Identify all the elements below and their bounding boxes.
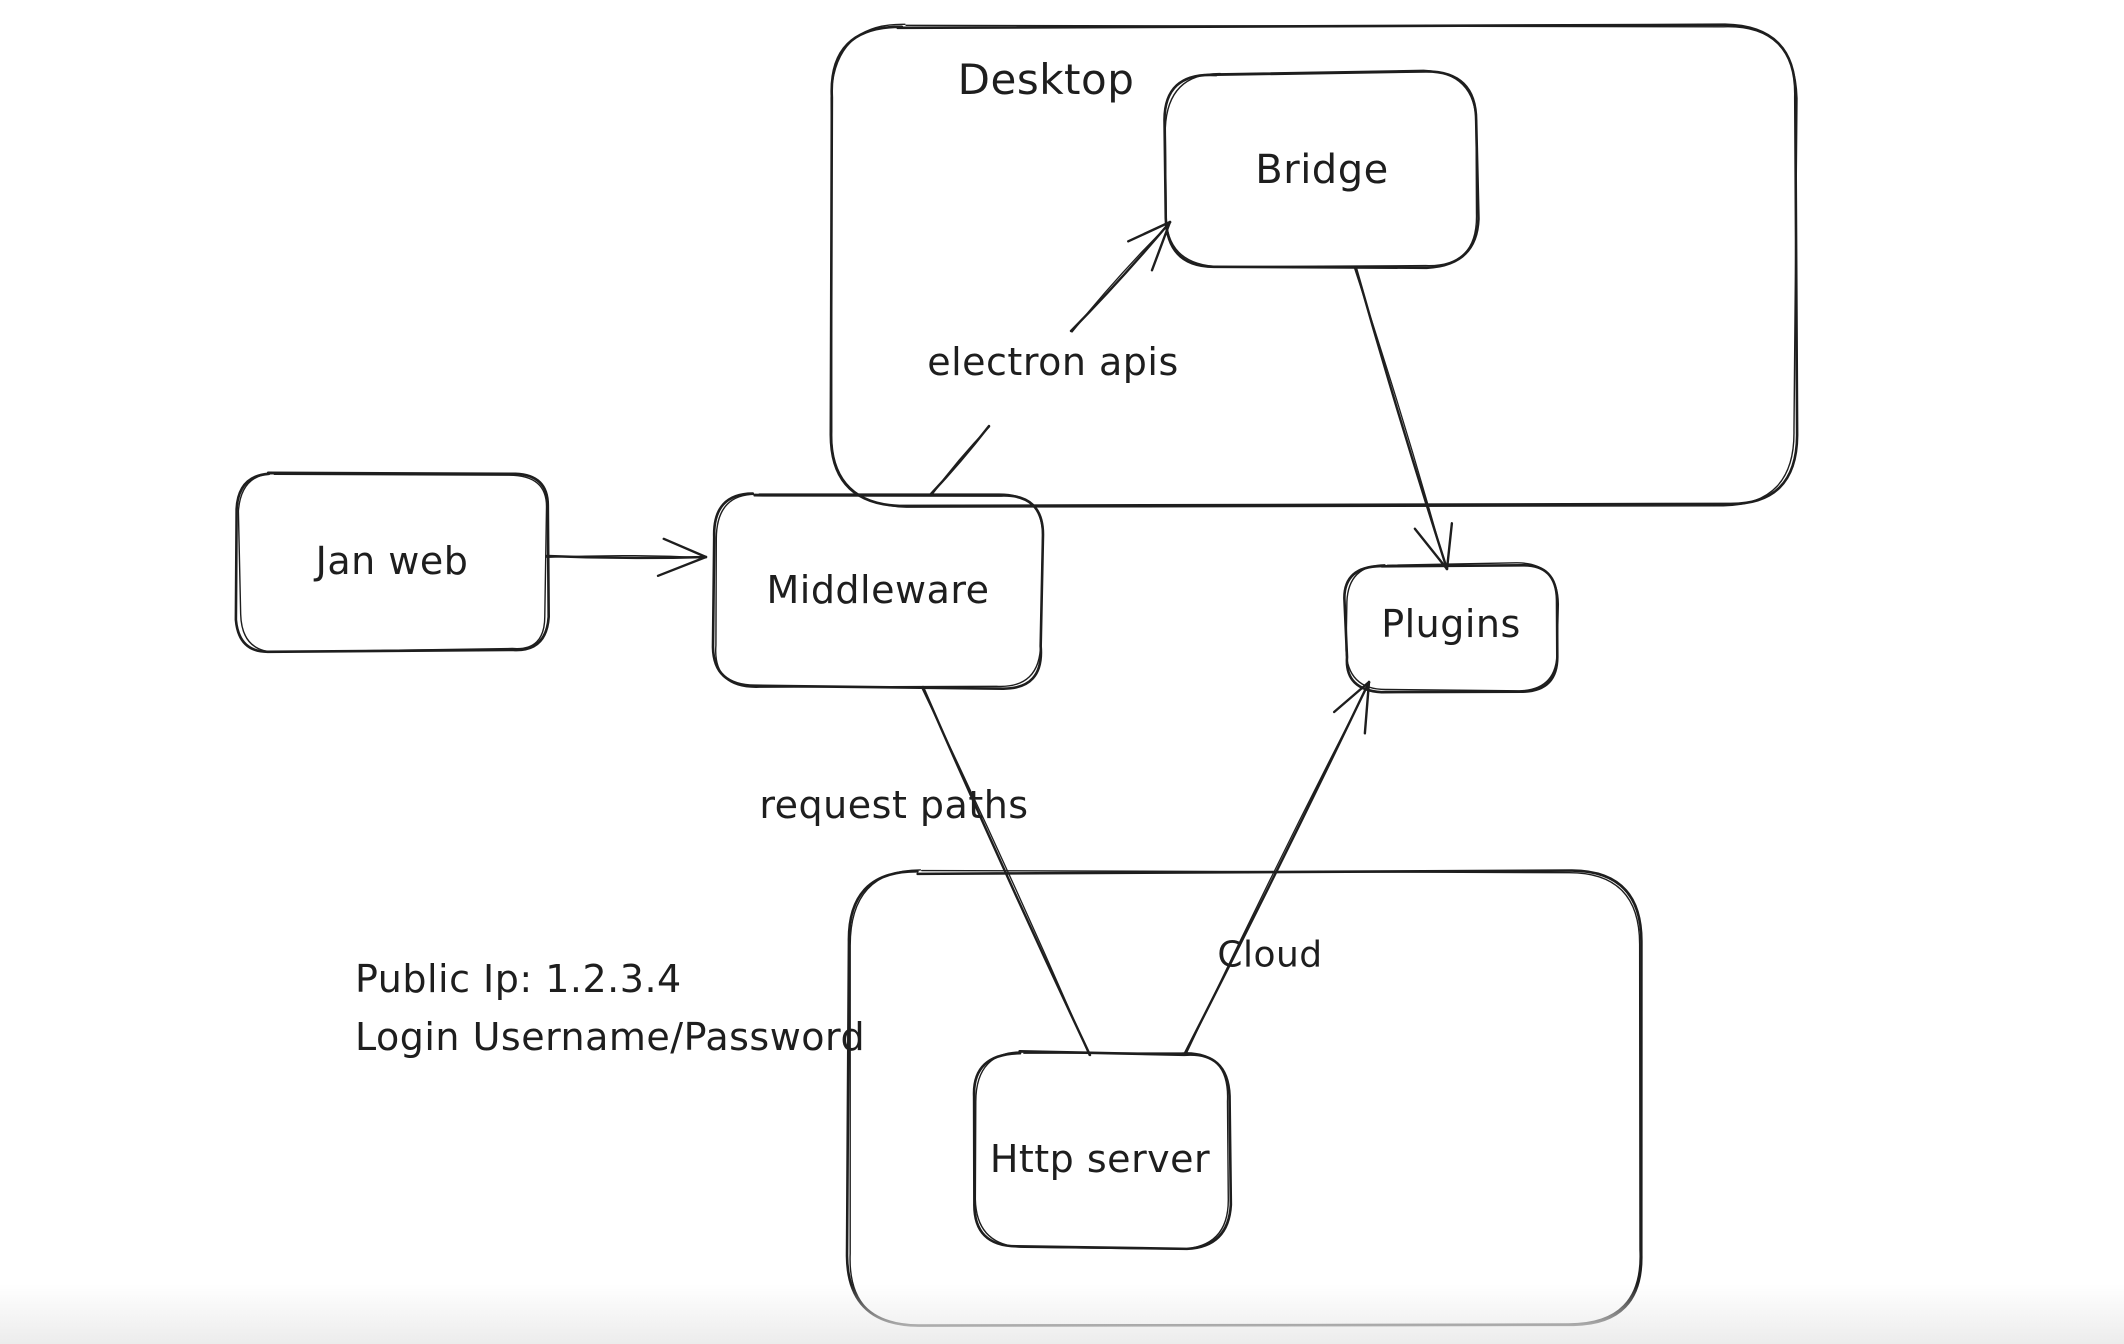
plugins-node-label[interactable]: Plugins — [1381, 602, 1521, 647]
box-middleware[interactable] — [711, 492, 1045, 690]
box-desktop[interactable] — [829, 23, 1799, 508]
desktop-container-label[interactable]: Desktop — [957, 54, 1135, 104]
box-bridge[interactable] — [1163, 69, 1480, 270]
middleware-node-label[interactable]: Middleware — [766, 568, 990, 613]
connector-janweb-to-middleware[interactable] — [545, 537, 708, 578]
box-plugins[interactable] — [1343, 562, 1560, 694]
connector-middleware-to-http[interactable] — [921, 685, 1092, 1057]
cloud-container-label[interactable]: Cloud — [1217, 934, 1323, 976]
box-http-server[interactable] — [972, 1050, 1233, 1251]
box-jan-web[interactable] — [234, 471, 550, 654]
electron-apis-arrow-label[interactable]: electron apis — [927, 340, 1179, 385]
request-paths-arrow-label[interactable]: request paths — [759, 783, 1029, 828]
note-line-public-ip: Public Ip: 1.2.3.4 — [355, 957, 682, 1001]
connector-middleware-to-bridge-b[interactable] — [1069, 220, 1172, 333]
connector-middleware-to-bridge-a[interactable] — [928, 424, 991, 497]
note-line-login: Login Username/Password — [355, 1015, 866, 1059]
connector-bridge-to-plugins[interactable] — [1354, 266, 1454, 571]
bridge-node-label[interactable]: Bridge — [1255, 147, 1389, 193]
jan-web-node-label[interactable]: Jan web — [315, 539, 469, 584]
credentials-note[interactable]: Public Ip: 1.2.3.4 Login Username/Passwo… — [355, 950, 865, 1066]
http-server-node-label[interactable]: Http server — [989, 1137, 1211, 1182]
connector-httpserver-to-plugins[interactable] — [1183, 680, 1371, 1055]
